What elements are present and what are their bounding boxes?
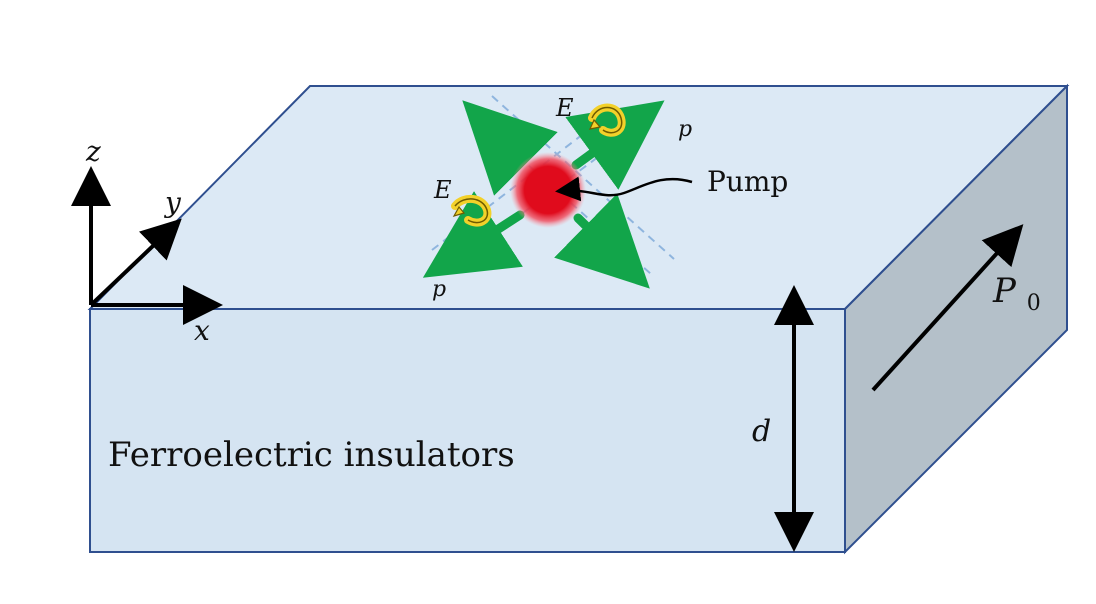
front-face bbox=[89, 308, 846, 553]
green-arrow-upleft bbox=[462, 100, 558, 196]
polarization-label: P 0 bbox=[992, 271, 1041, 316]
field-e-left-label: E bbox=[433, 176, 452, 204]
momentum-arrows bbox=[422, 100, 665, 289]
thickness-label: d bbox=[752, 414, 771, 449]
side-face bbox=[844, 83, 1068, 555]
pump-pointer bbox=[555, 176, 693, 202]
axis-z-label: z bbox=[85, 135, 101, 168]
momentum-bottom-label: p bbox=[432, 277, 446, 302]
y-axis bbox=[89, 218, 182, 307]
pump-label: Pump bbox=[707, 165, 788, 198]
green-arrow-upright bbox=[565, 100, 665, 190]
axis-y-label: y bbox=[163, 186, 182, 219]
green-arrow-downright bbox=[554, 193, 650, 289]
field-circulation-top-icon bbox=[588, 103, 626, 137]
polarization-subscript: 0 bbox=[1027, 291, 1041, 316]
polarization-arrow bbox=[871, 224, 1024, 392]
field-circulation-left-icon bbox=[451, 195, 492, 227]
coordinate-axes bbox=[71, 166, 223, 325]
green-arrow-downleft bbox=[422, 191, 525, 278]
momentum-top-label: p bbox=[678, 117, 692, 142]
pump-spot bbox=[510, 152, 586, 228]
material-label: Ferroelectric insulators bbox=[108, 435, 515, 475]
field-e-top-label: E bbox=[555, 94, 574, 122]
axis-x-label: x bbox=[194, 314, 210, 347]
polarization-main: P bbox=[992, 271, 1017, 311]
